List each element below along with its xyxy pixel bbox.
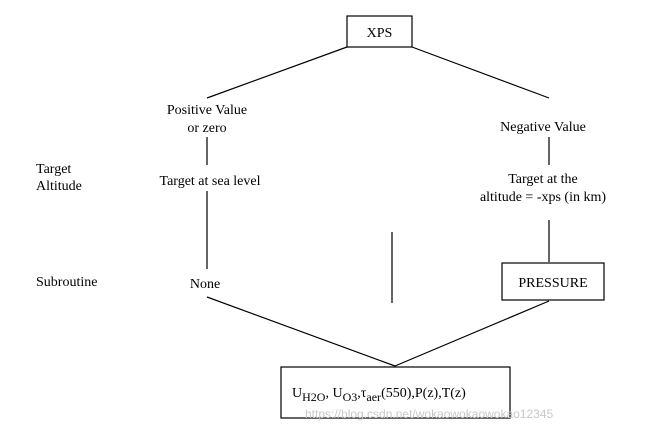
connector-pressure-output: [394, 300, 550, 367]
output-u1: U: [292, 386, 302, 401]
output-sep1: , U: [325, 386, 342, 401]
target-sea-level-label: Target at sea level: [160, 174, 261, 189]
output-o3-sub: O3: [343, 390, 358, 404]
negative-value-label: Negative Value: [500, 120, 586, 135]
connector-xps-left: [206, 46, 348, 99]
pressure-label: PRESSURE: [518, 276, 587, 291]
connector-none-output: [206, 296, 396, 367]
output-formula: UH2O, UO3,τaer(550),P(z),T(z): [292, 386, 466, 404]
positive-value-label: Positive Value: [167, 103, 247, 118]
output-rest: (550),P(z),T(z): [381, 386, 466, 401]
altitude-xps-label: altitude = -xps (in km): [480, 190, 606, 205]
connectors: [206, 46, 550, 367]
output-h2o-sub: H2O: [302, 390, 326, 404]
none-label: None: [190, 277, 220, 292]
row-label-target: Target: [36, 162, 71, 177]
watermark-text: https://blog.csdn.net/wokaowokaowokao123…: [305, 407, 553, 421]
or-zero-label: or zero: [187, 121, 226, 136]
xps-box: [346, 15, 413, 48]
xps-label: XPS: [367, 26, 393, 41]
connector-xps-right: [411, 46, 550, 99]
output-tau: τ: [361, 386, 367, 401]
output-aer-sub: aer: [366, 390, 381, 404]
pressure-node: PRESSURE: [501, 262, 605, 301]
xps-node: XPS: [346, 15, 413, 48]
output-box: [280, 366, 511, 419]
output-node: UH2O, UO3,τaer(550),P(z),T(z): [280, 366, 511, 419]
output-sep2: ,: [357, 386, 361, 401]
row-label-altitude: Altitude: [36, 179, 82, 194]
row-label-subroutine: Subroutine: [36, 275, 97, 290]
pressure-box: [501, 262, 605, 301]
target-at-the-label: Target at the: [508, 172, 578, 187]
